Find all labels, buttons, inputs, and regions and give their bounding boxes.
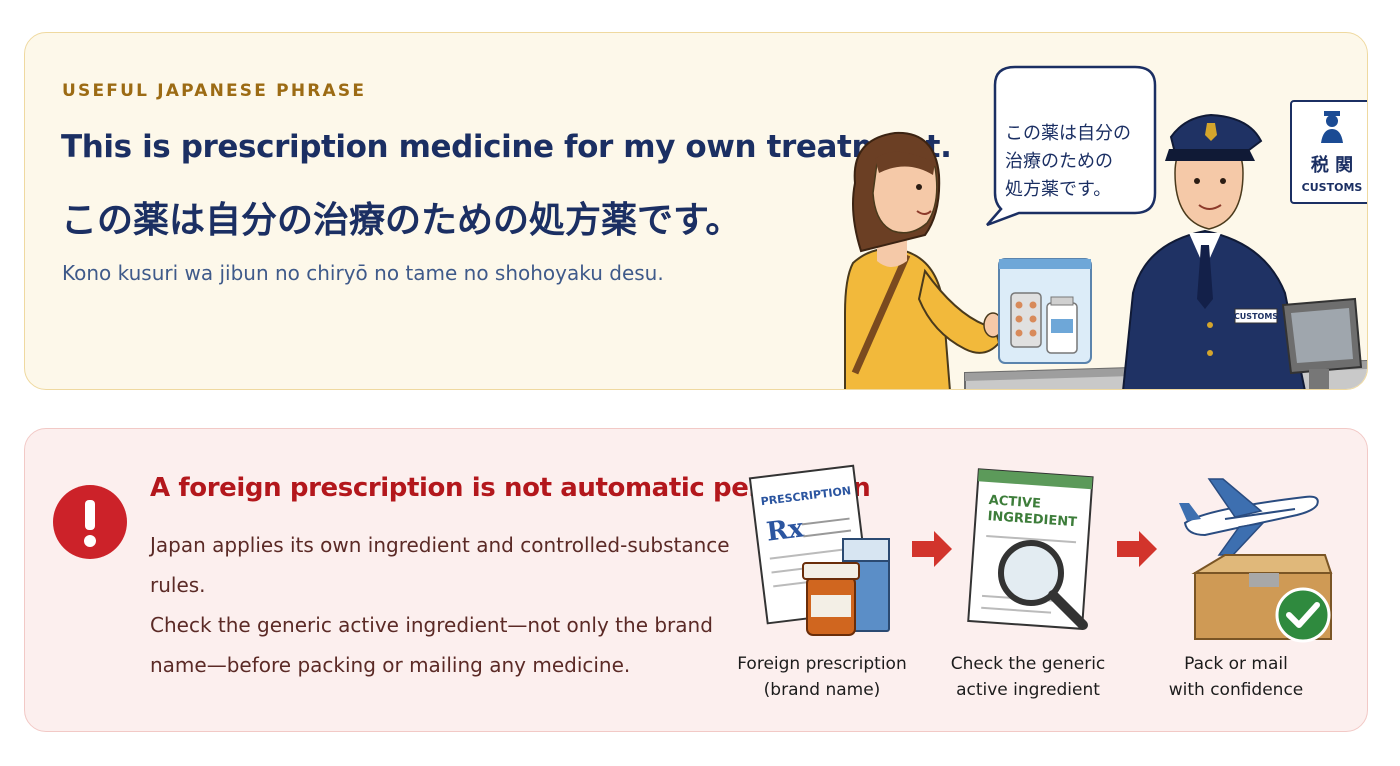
- step-1-label-line-1: Foreign prescription: [737, 654, 907, 674]
- check-circle-icon: [1275, 587, 1331, 643]
- step-2-label-line-1: Check the generic: [950, 654, 1106, 674]
- step-3-label-line-1: Pack or mail: [1184, 654, 1288, 674]
- customs-officer-illustration: CUSTOMS: [1122, 113, 1306, 389]
- prescription-document-icon: PRESCRIPTION Rx: [748, 464, 890, 636]
- computer-monitor-icon: [1281, 297, 1363, 389]
- customs-scene-illustration: この薬は自分の 治療のための 処方薬です。 CUSTOMS: [844, 65, 1367, 389]
- customs-sign: 税 関 CUSTOMS: [1290, 100, 1367, 204]
- speech-line-1: この薬は自分の: [1005, 123, 1131, 144]
- active-doc-label-2: INGREDIENT: [987, 509, 1077, 530]
- officer-badge-text: CUSTOMS: [1234, 312, 1278, 321]
- rx-symbol: Rx: [765, 513, 806, 547]
- pack-and-mail-icon: [1179, 478, 1333, 643]
- speech-line-2: 治療のための: [1005, 151, 1113, 172]
- warning-body: Japan applies its own ingredient and con…: [150, 525, 750, 685]
- step-3-label: Pack or mail with confidence: [1136, 651, 1336, 703]
- warning-body-line-2: Check the generic active ingredient—not …: [150, 613, 713, 637]
- airplane-icon: [1179, 478, 1319, 556]
- step-1-label: Foreign prescription (brand name): [722, 651, 922, 703]
- active-doc-label-1: ACTIVE: [988, 493, 1041, 512]
- medicine-bag-icon: [998, 258, 1092, 364]
- step-2-label: Check the generic active ingredient: [928, 651, 1128, 703]
- speech-bubble: この薬は自分の 治療のための 処方薬です。: [986, 65, 1157, 227]
- english-phrase: This is prescription medicine for my own…: [61, 129, 952, 165]
- phrase-card: USEFUL JAPANESE PHRASE This is prescript…: [24, 32, 1368, 390]
- arrow-right-icon: [1117, 531, 1157, 567]
- romaji-phrase: Kono kusuri wa jibun no chiryō no tame n…: [62, 261, 664, 285]
- japanese-phrase: この薬は自分の治療のための処方薬です。: [61, 200, 742, 241]
- arrow-right-icon: [912, 531, 952, 567]
- speech-line-3: 処方薬です。: [1005, 179, 1111, 200]
- exclamation-circle-icon: [53, 485, 127, 559]
- traveler-woman-illustration: [844, 131, 1003, 389]
- step-1-label-line-2: (brand name): [763, 680, 881, 700]
- customs-sign-kanji: 税 関: [1311, 154, 1353, 176]
- step-2-label-line-2: active ingredient: [956, 680, 1100, 700]
- step-3-label-line-2: with confidence: [1168, 680, 1304, 700]
- customs-sign-label: CUSTOMS: [1302, 181, 1363, 194]
- active-ingredient-document-icon: ACTIVE INGREDIENT: [967, 468, 1094, 630]
- warning-card: A foreign prescription is not automatic …: [24, 428, 1368, 732]
- magnifier-icon: [998, 540, 1088, 630]
- warning-body-line-3: name—before packing or mailing any medic…: [150, 653, 631, 677]
- warning-body-line-1: Japan applies its own ingredient and con…: [150, 533, 730, 597]
- eyebrow-label: USEFUL JAPANESE PHRASE: [62, 81, 367, 101]
